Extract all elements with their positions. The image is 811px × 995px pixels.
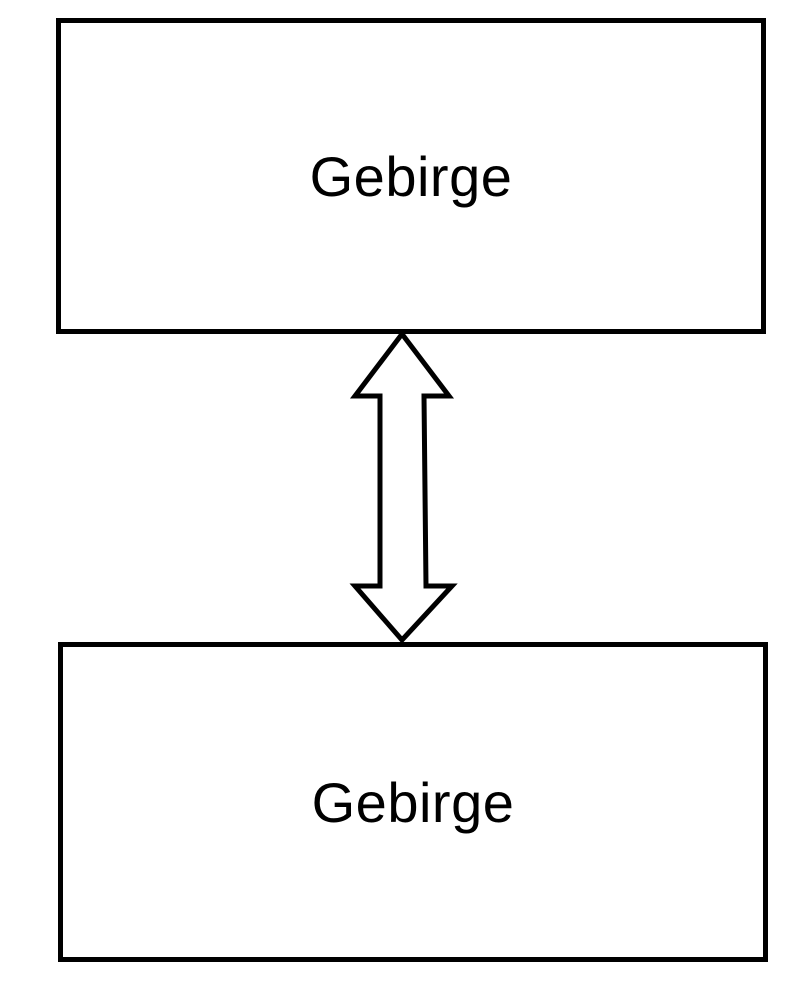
bottom-box: Gebirge	[58, 642, 768, 962]
top-box: Gebirge	[56, 18, 766, 334]
top-box-label: Gebirge	[309, 144, 513, 208]
bottom-box-label: Gebirge	[311, 770, 515, 834]
